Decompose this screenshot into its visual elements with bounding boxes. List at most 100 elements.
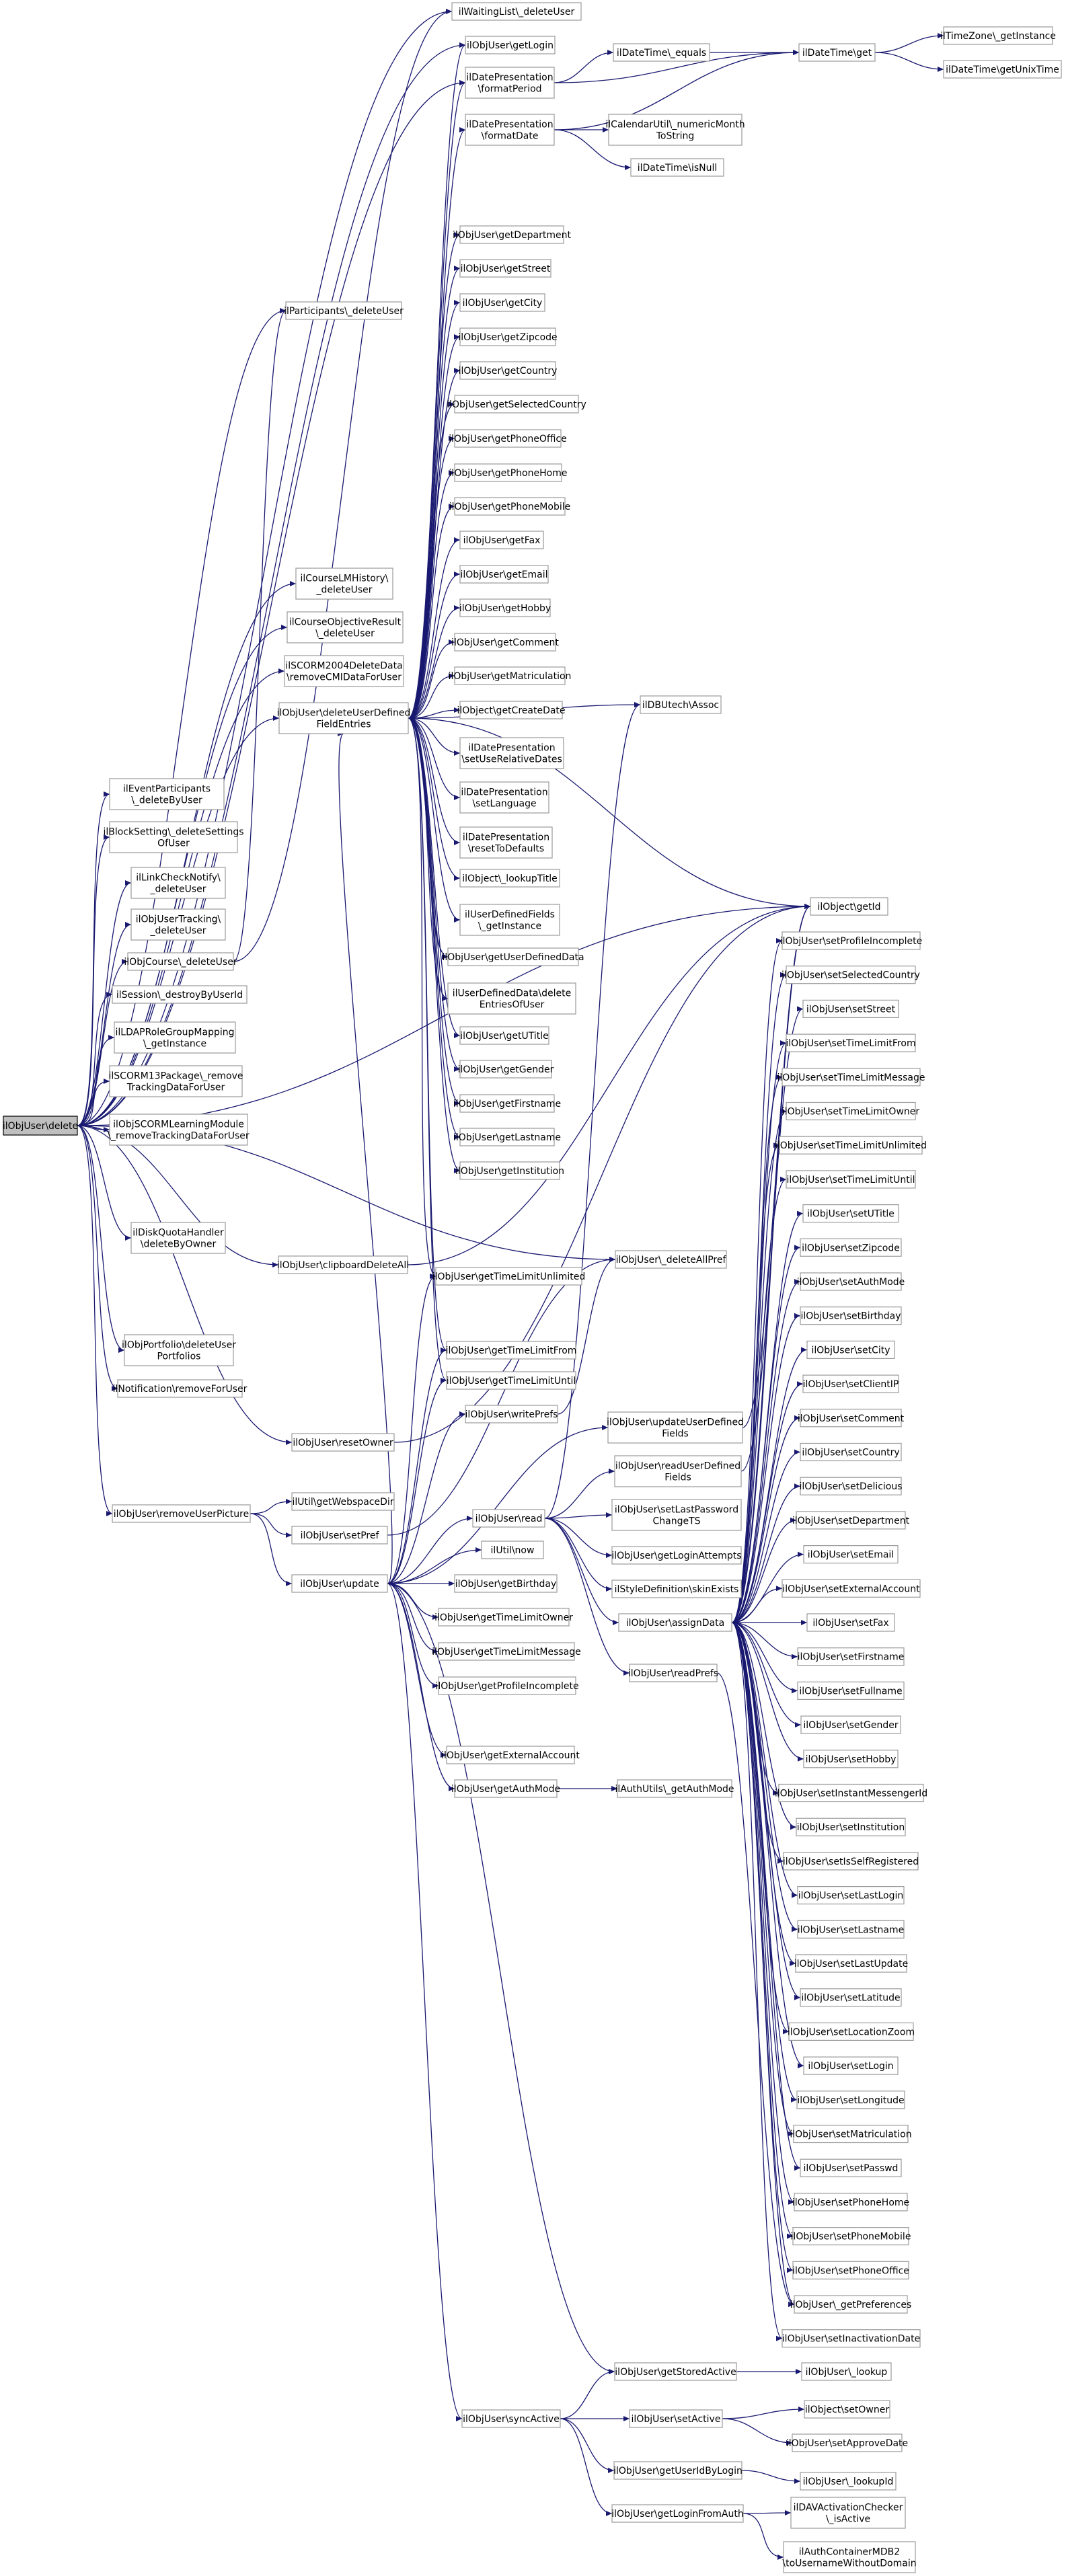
- node-ilobjscormlearningmodule-removetrackingdataforuser[interactable]: ilObjSCORMLearningModule\_removeTracking…: [108, 1114, 250, 1146]
- node-ilobjuser-getdepartment[interactable]: ilObjUser\getDepartment: [453, 225, 571, 244]
- node-ilobjuser-getauthmode[interactable]: ilObjUser\getAuthMode: [451, 1779, 560, 1798]
- node-ilcourselmhistory-deleteuser[interactable]: ilCourseLMHistory\_deleteUser: [295, 568, 393, 600]
- node-ilobjuser-getpreferences[interactable]: ilObjUser\_getPreferences: [790, 2295, 912, 2314]
- node-ildbutech-assoc[interactable]: ilDBUtech\Assoc: [640, 695, 722, 714]
- node-ilobjuser-setcomment[interactable]: ilObjUser\setComment: [798, 1409, 905, 1428]
- node-ilobjuser-lookup[interactable]: ilObjUser\_lookup: [801, 2362, 892, 2381]
- node-ilobjuser-setlocationzoom[interactable]: ilObjUser\setLocationZoom: [788, 2022, 915, 2041]
- node-ilobjuser-setlastlogin[interactable]: ilObjUser\setLastLogin: [797, 1886, 905, 1905]
- node-ilobject-getid[interactable]: ilObject\getId: [810, 897, 888, 916]
- node-ilobjuser-getfirstname[interactable]: ilObjUser\getFirstname: [453, 1094, 561, 1113]
- node-ilobjuser-setfirstname[interactable]: ilObjUser\setFirstname: [797, 1647, 905, 1666]
- node-ildatetime-equals[interactable]: ilDateTime\_equals: [613, 43, 710, 62]
- node-ilobjuser-getinstitution[interactable]: ilObjUser\getInstitution: [455, 1161, 564, 1180]
- node-illdaprolegroupmapping-getinstance[interactable]: ilLDAPRoleGroupMapping\_getInstance: [114, 1021, 236, 1054]
- node-ilwaitinglist-deleteuser[interactable]: ilWaitingList\_deleteUser: [451, 2, 582, 21]
- node-ilobject-getcreatedate[interactable]: ilObject\getCreateDate: [457, 701, 566, 719]
- node-ilobjuser-settimelimitowner[interactable]: ilObjUser\setTimeLimitOwner: [782, 1101, 920, 1121]
- node-ilobjuser-assigndata[interactable]: ilObjUser\assignData: [618, 1613, 732, 1632]
- node-ilcourseobjectiveresult-deleteuser[interactable]: ilCourseObjectiveResult\_deleteUser: [287, 611, 404, 643]
- node-ilobjuser-setauthmode[interactable]: ilObjUser\setAuthMode: [797, 1272, 905, 1291]
- node-ileventparticipants-deletebyuser[interactable]: ilEventParticipants\_deleteByUser: [109, 778, 225, 810]
- node-ilobjuser-setfullname[interactable]: ilObjUser\setFullname: [797, 1681, 905, 1700]
- node-ilobjuser-setpref[interactable]: ilObjUser\setPref: [291, 1526, 388, 1545]
- node-ilobjuser-getfax[interactable]: ilObjUser\getFax: [459, 531, 544, 549]
- node-ilobjuser-getselectedcountry[interactable]: ilObjUser\getSelectedCountry: [447, 395, 586, 414]
- node-ilobjuser-deleteallpref[interactable]: ilObjUser\_deleteAllPref: [615, 1250, 727, 1269]
- node-ilobjuser-setgender[interactable]: ilObjUser\setGender: [800, 1715, 901, 1734]
- node-ilobjuser-setzipcode[interactable]: ilObjUser\setZipcode: [800, 1238, 902, 1257]
- node-ilobjuser-sethobby[interactable]: ilObjUser\setHobby: [803, 1750, 899, 1768]
- node-ilnotification-removeforuser[interactable]: ilNotification\removeForUser: [113, 1379, 248, 1398]
- node-ilobjuser-setprofileincomplete[interactable]: ilObjUser\setProfileIncomplete: [780, 931, 923, 950]
- node-ilobjuser-getprofileincomplete[interactable]: ilObjUser\getProfileIncomplete: [435, 1676, 579, 1695]
- node-ilobjuser-getcity[interactable]: ilObjUser\getCity: [459, 293, 545, 312]
- node-ilobjuser-setlastupdate[interactable]: ilObjUser\setLastUpdate: [794, 1954, 908, 1973]
- node-ilobject-setowner[interactable]: ilObject\setOwner: [804, 2400, 890, 2419]
- node-ilobjuser-setisselfregistered[interactable]: ilObjUser\setIsSelfRegistered: [783, 1852, 919, 1871]
- node-ilobjuser-settimelimituntil[interactable]: ilObjUser\setTimeLimitUntil: [786, 1170, 916, 1189]
- node-ilobjuser-delete[interactable]: ilObjUser\delete: [3, 1116, 78, 1136]
- node-ildatepresentation-formatdate[interactable]: ilDatePresentation\formatDate: [465, 114, 555, 146]
- node-ilobjuser-resetowner[interactable]: ilObjUser\resetOwner: [291, 1433, 395, 1452]
- node-ilobjuser-removeuserpicture[interactable]: ilObjUser\removeUserPicture: [112, 1504, 251, 1523]
- node-ilobjuser-getuseridbylogin[interactable]: ilObjUser\getUserIdByLogin: [613, 2461, 743, 2480]
- node-ilobjuser-readprefs[interactable]: ilObjUser\readPrefs: [628, 1664, 718, 1682]
- node-ilobjuser-setlogin[interactable]: ilObjUser\setLogin: [803, 2056, 899, 2075]
- node-ilauthutils-getauthmode[interactable]: ilAuthUtils\_getAuthMode: [615, 1779, 734, 1798]
- node-ilscorm2004deletedata-removecmidataforuser[interactable]: ilSCORM2004DeleteData\removeCMIDataForUs…: [284, 655, 404, 687]
- node-ilobjuser-setfax[interactable]: ilObjUser\setFax: [806, 1613, 895, 1632]
- node-ilobjusertracking-deleteuser[interactable]: ilObjUserTracking\_deleteUser: [130, 908, 226, 941]
- node-ilobjuser-getuserdefineddata[interactable]: ilObjUser\getUserDefinedData: [442, 947, 584, 966]
- node-ilobjuser-settimelimitmessage[interactable]: ilObjUser\setTimeLimitMessage: [777, 1068, 925, 1087]
- node-ilobjuser-writeprefs[interactable]: ilObjUser\writePrefs: [465, 1405, 558, 1423]
- node-ilobjuser-setselectedcountry[interactable]: ilObjUser\setSelectedCountry: [782, 966, 920, 984]
- node-ildatetime-isnull[interactable]: ilDateTime\isNull: [630, 158, 724, 177]
- node-ilobjuser-setcity[interactable]: ilObjUser\setCity: [806, 1340, 895, 1360]
- node-ilobjuser-getstoredactive[interactable]: ilObjUser\getStoredActive: [614, 2362, 737, 2381]
- node-ilobjuser-setlongitude[interactable]: ilObjUser\setLongitude: [796, 2091, 905, 2109]
- node-ilobjuser-getzipcode[interactable]: ilObjUser\getZipcode: [458, 327, 558, 346]
- node-ilobjuser-setemail[interactable]: ilObjUser\setEmail: [803, 1545, 899, 1564]
- node-ilutil-getwebspacedir[interactable]: ilUtil\getWebspaceDir: [291, 1492, 395, 1511]
- node-iltimezone-getinstance[interactable]: ilTimeZone\_getInstance: [940, 26, 1056, 45]
- node-ilobjuser-clipboarddeleteall[interactable]: ilObjUser\clipboardDeleteAll: [277, 1255, 409, 1274]
- node-ilstyledefinition-skinexists[interactable]: ilStyleDefinition\skinExists: [611, 1579, 742, 1598]
- node-ilobjuser-syncactive[interactable]: ilObjUser\syncActive: [461, 2409, 561, 2428]
- node-ildatetime-getunixtime[interactable]: ilDateTime\getUnixTime: [943, 60, 1062, 79]
- node-ilobjuser-getlogin[interactable]: ilObjUser\getLogin: [465, 36, 556, 54]
- node-ilutil-now[interactable]: ilUtil\now: [481, 1540, 544, 1559]
- node-ilobjuser-getphonemobile[interactable]: ilObjUser\getPhoneMobile: [449, 497, 570, 516]
- node-ilobjuser-setphonehome[interactable]: ilObjUser\setPhoneHome: [792, 2193, 909, 2212]
- node-illinkchecknotify-deleteuser[interactable]: ilLinkCheckNotify\_deleteUser: [130, 867, 226, 899]
- node-ilobjuser-getcountry[interactable]: ilObjUser\getCountry: [459, 361, 558, 380]
- node-ilobjuser-gettimelimitfrom[interactable]: ilObjUser\getTimeLimitFrom: [446, 1341, 577, 1360]
- node-ilobjuser-setinstantmessengerid[interactable]: ilObjUser\setInstantMessengerId: [775, 1783, 927, 1803]
- node-ilobjuser-setclientip[interactable]: ilObjUser\setClientIP: [802, 1374, 899, 1393]
- node-ilobjuser-read[interactable]: ilObjUser\read: [472, 1509, 545, 1528]
- node-ilobjuser-setbirthday[interactable]: ilObjUser\setBirthday: [800, 1306, 902, 1325]
- node-ilsession-destroybyuserid[interactable]: ilSession\_destroyByUserId: [112, 985, 248, 1004]
- node-ilobjuser-setphoneoffice[interactable]: ilObjUser\setPhoneOffice: [792, 2261, 909, 2279]
- node-ilobjuser-setlatitude[interactable]: ilObjUser\setLatitude: [800, 1988, 902, 2007]
- node-ilobjuser-setcountry[interactable]: ilObjUser\setCountry: [800, 1442, 902, 1462]
- node-ildiskquotahandler-deletebyowner[interactable]: ilDiskQuotaHandler\deleteByOwner: [130, 1222, 226, 1254]
- node-ilobjuser-getloginattempts[interactable]: ilObjUser\getLoginAttempts: [611, 1546, 742, 1565]
- node-ilobjuser-setutitle[interactable]: ilObjUser\setUTitle: [802, 1204, 899, 1223]
- node-ildavactivationchecker-isactive[interactable]: ilDAVActivationChecker\_isActive: [790, 2497, 906, 2529]
- node-ilobjuser-gettimelimitmessage[interactable]: ilObjUser\getTimeLimitMessage: [432, 1642, 581, 1661]
- node-ilobjuser-setlastname[interactable]: ilObjUser\setLastname: [797, 1920, 905, 1939]
- node-ilobjuser-settimelimitunlimited[interactable]: ilObjUser\setTimeLimitUnlimited: [775, 1136, 927, 1155]
- node-ilobjuser-setdelicious[interactable]: ilObjUser\setDelicious: [799, 1477, 903, 1495]
- node-ilauthcontainermdb2-tousernamewithoutdomain[interactable]: ilAuthContainerMDB2\toUsernameWithoutDom…: [782, 2541, 917, 2573]
- node-ilobjuser-getstreet[interactable]: ilObjUser\getStreet: [459, 259, 551, 278]
- node-ilobjuser-getutitle[interactable]: ilObjUser\getUTitle: [459, 1026, 549, 1045]
- node-ilobjuser-getphoneoffice[interactable]: ilObjUser\getPhoneOffice: [449, 429, 567, 448]
- node-ilobjuser-settimelimitfrom[interactable]: ilObjUser\setTimeLimitFrom: [786, 1033, 916, 1052]
